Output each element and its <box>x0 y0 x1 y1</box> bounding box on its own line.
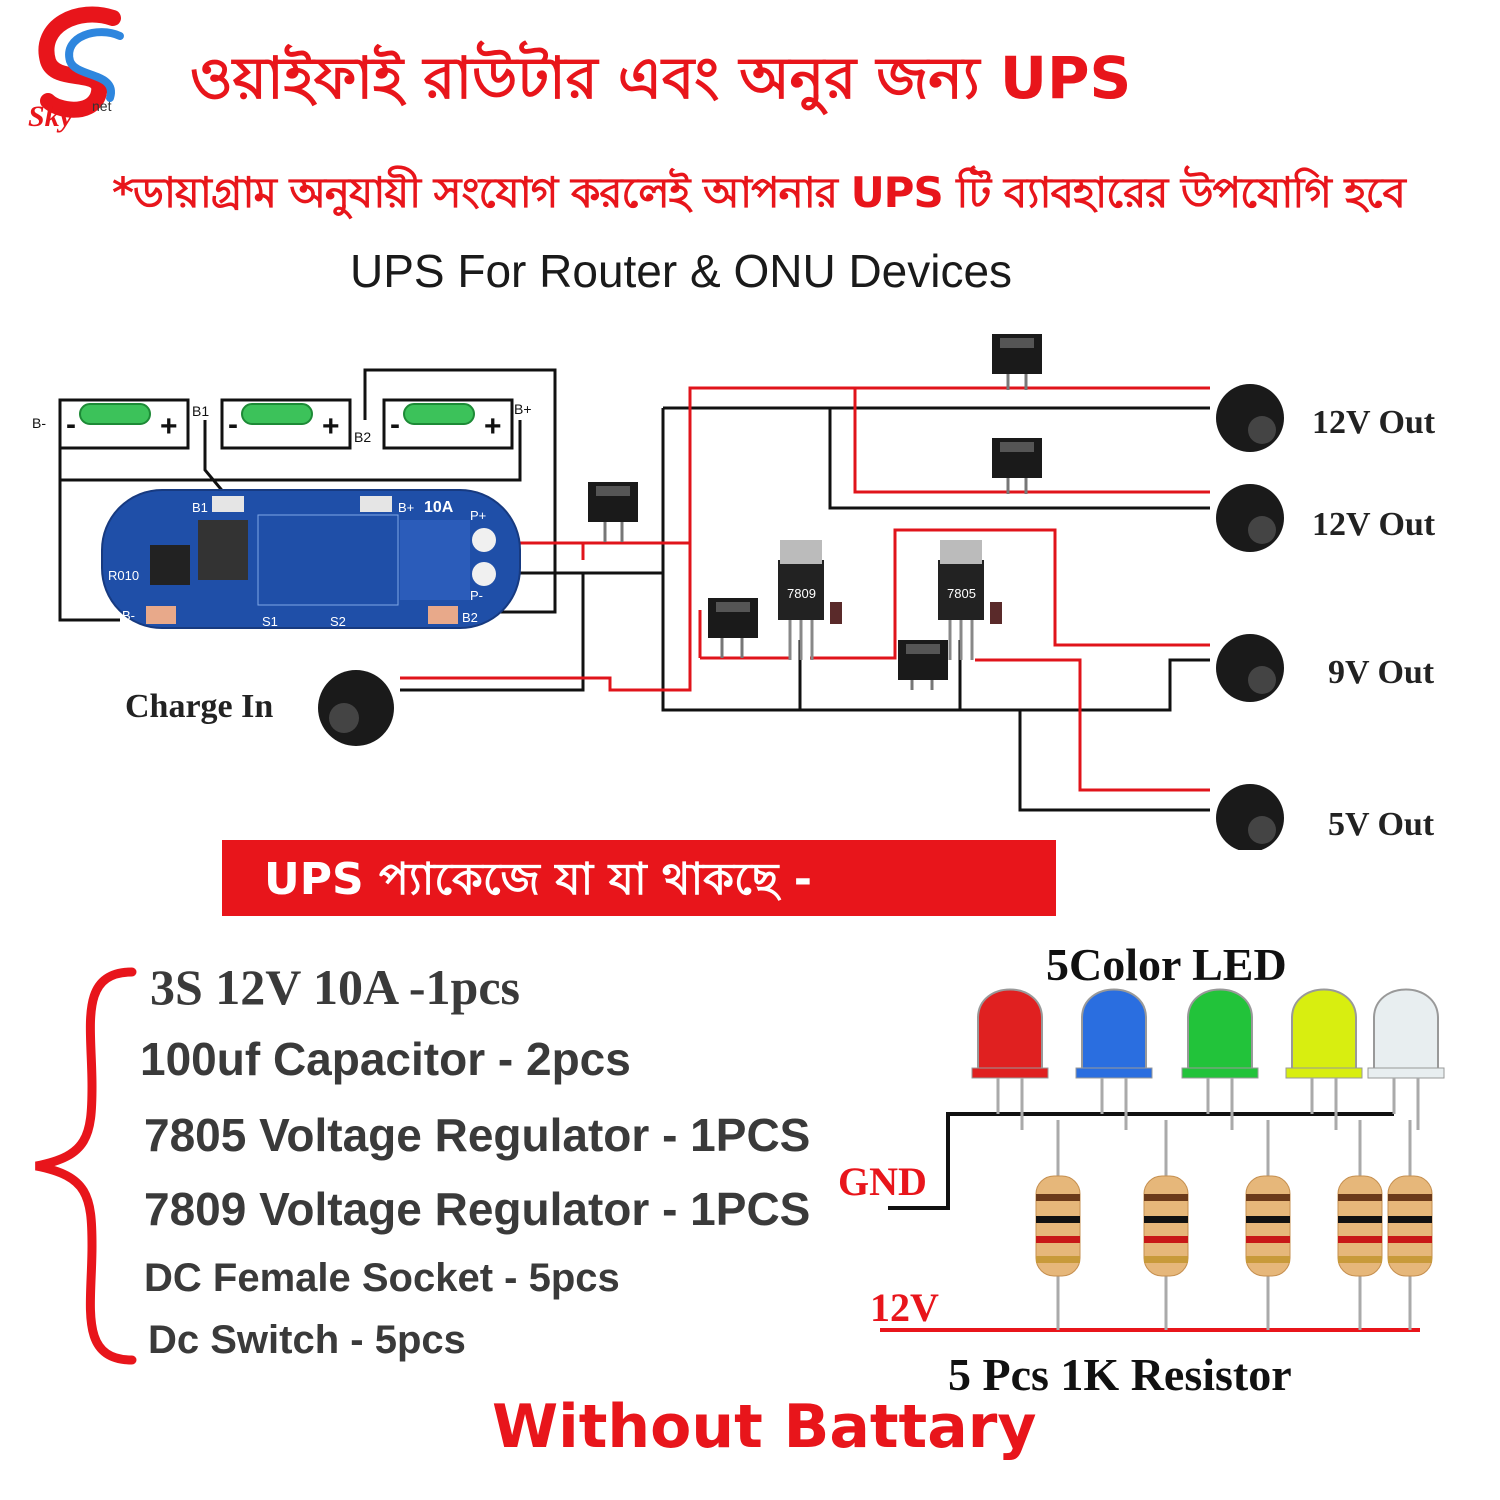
without-battery-note: Without Battary <box>492 1392 1037 1462</box>
gnd-label: GND <box>838 1159 927 1204</box>
battery-minus-sign: - <box>228 408 238 441</box>
battery-label: B1 <box>192 403 209 419</box>
battery-minus-sign: - <box>390 408 400 441</box>
dc-socket-icon <box>1216 634 1284 702</box>
parts-list-item: Dc Switch - 5pcs <box>148 1318 466 1362</box>
wiring-diagram: B- B1 B2 B+ - + - + - + 10A B- B1 B2 B+ … <box>32 334 1284 850</box>
red-wires <box>400 386 1210 792</box>
voltage-regulator <box>778 540 842 660</box>
bms-rating: 10A <box>424 499 454 516</box>
brand-name: Sky <box>28 100 73 133</box>
battery-plus-sign: + <box>322 410 340 443</box>
regulator-label: 7809 <box>787 586 816 601</box>
parts-list-item: 3S 12V 10A -1pcs <box>150 959 520 1015</box>
bms-pin-label: B2 <box>462 610 478 625</box>
bms-board <box>101 489 521 629</box>
battery-minus-sign: - <box>66 408 76 441</box>
rocker-switches <box>588 334 1042 690</box>
led-icon <box>1367 988 1445 1130</box>
resistor-icon <box>1337 1120 1383 1330</box>
diagram-heading: UPS For Router & ONU Devices <box>350 245 1013 297</box>
page-title: ওয়াইফাই রাউটার এবং অনুর জন্য UPS <box>190 44 1132 112</box>
package-banner: UPS প্যাকেজে যা যা থাকছে - <box>222 840 1056 916</box>
parts-list-item: 7809 Voltage Regulator - 1PCS <box>144 1183 811 1235</box>
led-icon <box>971 988 1049 1130</box>
bms-pin-label: R010 <box>108 568 139 583</box>
resistors <box>1035 1120 1433 1330</box>
brand-superscript: net <box>92 98 112 114</box>
leds <box>971 988 1445 1130</box>
parts-list-item: 7805 Voltage Regulator - 1PCS <box>144 1109 811 1161</box>
switch-icon <box>898 640 948 690</box>
regulator-label: 7805 <box>947 586 976 601</box>
resistor-icon <box>1035 1120 1081 1330</box>
resistor-icon <box>1387 1120 1433 1330</box>
dc-sockets <box>318 384 1284 850</box>
output-label: 9V Out <box>1328 654 1435 691</box>
switch-icon <box>992 334 1042 390</box>
dc-socket-icon <box>1216 484 1284 552</box>
led-title: 5Color LED <box>1046 939 1287 990</box>
voltage-regulator <box>938 540 1002 660</box>
12v-label: 12V <box>870 1285 939 1330</box>
sky-logo-icon <box>38 6 124 118</box>
battery-plus-sign: + <box>160 410 178 443</box>
switch-icon <box>588 482 638 542</box>
resistor-caption: 5 Pcs 1K Resistor <box>948 1349 1292 1400</box>
bms-pin-label: P- <box>470 588 483 603</box>
dc-socket-icon <box>318 670 394 746</box>
battery-label: B- <box>32 415 46 431</box>
output-label: 5V Out <box>1328 806 1435 843</box>
led-icon <box>1181 988 1259 1130</box>
output-label: 12V Out <box>1312 404 1436 441</box>
bms-pin-label: B- <box>122 608 135 623</box>
brand-logo <box>18 6 148 136</box>
led-icon <box>1075 988 1153 1130</box>
battery-plus-sign: + <box>484 410 502 443</box>
curly-brace-icon <box>35 967 137 1365</box>
bms-pin-label: B+ <box>398 500 414 515</box>
output-label: 12V Out <box>1312 506 1436 543</box>
parts-list-item: 100uf Capacitor - 2pcs <box>140 1033 631 1085</box>
battery-pack <box>58 398 514 450</box>
instruction-note: *ডায়াগ্রাম অনুযায়ী সংযোগ করলেই আপনার U… <box>112 168 1406 217</box>
dc-socket-icon <box>1216 784 1284 850</box>
switch-icon <box>708 598 758 658</box>
battery-label: B+ <box>514 401 532 417</box>
bms-pin-label: S1 <box>262 614 278 629</box>
charge-in-label: Charge In <box>125 688 274 725</box>
resistor-icon <box>1143 1120 1189 1330</box>
resistor-icon <box>1245 1120 1291 1330</box>
bms-pin-label: S2 <box>330 614 346 629</box>
led-resistor-diagram <box>880 988 1445 1332</box>
package-banner-text: UPS প্যাকেজে যা যা থাকছে - <box>264 854 813 905</box>
led-icon <box>1285 988 1363 1130</box>
bms-pin-label: P+ <box>470 508 486 523</box>
battery-label: B2 <box>354 429 371 445</box>
dc-socket-icon <box>1216 384 1284 452</box>
parts-list-item: DC Female Socket - 5pcs <box>144 1256 620 1300</box>
switch-icon <box>992 438 1042 494</box>
bms-pin-label: B1 <box>192 500 208 515</box>
